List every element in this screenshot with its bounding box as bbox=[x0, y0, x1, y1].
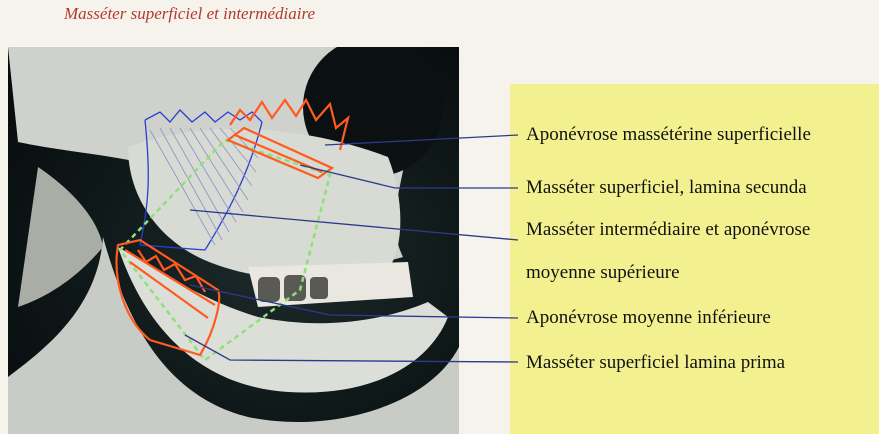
label-masseter-superficiel-lamina-prima: Masséter superficiel lamina prima bbox=[526, 352, 785, 374]
superficial-masseter-lamina-secunda-drawing bbox=[228, 100, 348, 178]
label-aponevrose-moyenne-inferieure: Aponévrose moyenne inférieure bbox=[526, 307, 771, 329]
intermediate-masseter-drawing bbox=[140, 110, 262, 250]
label-aponevrose-masseterine-superficielle: Aponévrose massétérine superficielle bbox=[526, 124, 811, 146]
label-masseter-intermediaire-line2: moyenne supérieure bbox=[526, 262, 680, 284]
leader-lines bbox=[185, 135, 518, 362]
label-masseter-intermediaire-line1: Masséter intermédiaire et aponévrose bbox=[526, 219, 810, 241]
aponeurosis-dashed-outline bbox=[120, 140, 330, 360]
label-masseter-superficiel-lamina-secunda: Masséter superficiel, lamina secunda bbox=[526, 177, 807, 199]
superficial-masseter-lamina-prima-drawing bbox=[117, 240, 220, 355]
